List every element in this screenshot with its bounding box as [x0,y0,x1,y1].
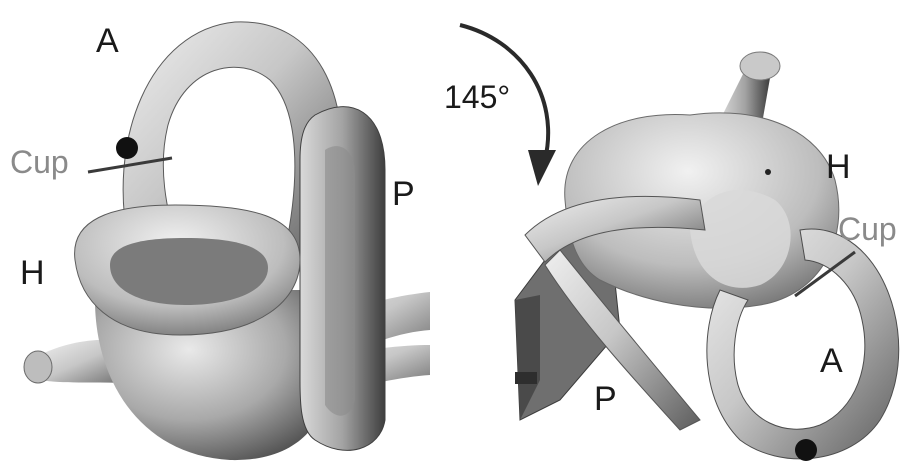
left-label-anterior: A [96,22,119,60]
left-posterior-shading [325,146,355,416]
right-body-mark [765,169,771,175]
rotation-arrowhead [528,150,556,186]
left-stub-end [24,351,52,383]
right-canal-model [515,52,899,461]
right-label-horizontal: H [826,148,851,186]
left-cupula-marker [116,137,138,159]
left-canal-model [24,22,430,460]
right-posterior-stub [515,372,537,384]
right-crus-knob [740,52,780,80]
left-horizontal-canal-inner [110,238,268,305]
left-label-horizontal: H [20,254,45,292]
left-label-cupula: Cup [10,144,69,180]
left-label-posterior: P [392,175,415,213]
right-label-cupula: Cup [838,211,897,247]
right-label-anterior: A [820,342,843,380]
right-label-posterior: P [594,380,617,418]
right-cupula-marker [795,439,817,461]
rotation-label: 145° [444,79,510,115]
